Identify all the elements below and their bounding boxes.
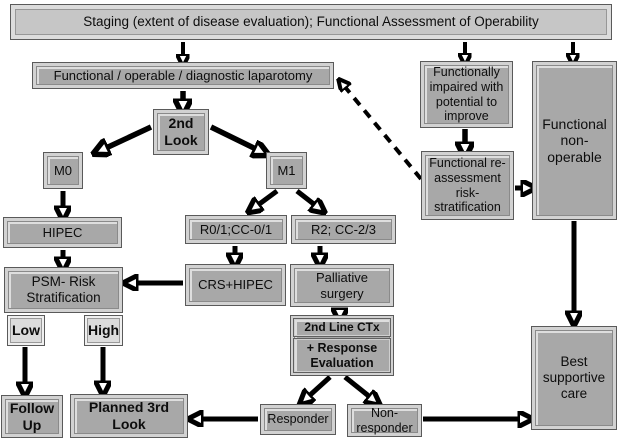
node-responder: Responder	[260, 404, 336, 435]
node-m1: M1	[266, 152, 307, 189]
node-non-responder: Non-responder	[347, 404, 422, 437]
node-r2-cc23: R2; CC-2/3	[291, 215, 396, 244]
arrow-second-look-to-m0	[106, 124, 153, 148]
node-second-line-ctx: 2nd Line CTx + Response Evaluation	[290, 315, 394, 376]
node-low: Low	[7, 315, 45, 346]
node-functional-reassessment: Functional re-assessment risk-stratifica…	[421, 151, 514, 220]
node-r01-cc01: R0/1;CC-0/1	[185, 215, 287, 244]
node-follow-up: Follow Up	[1, 395, 63, 438]
node-second-line-ctx-header: 2nd Line CTx	[293, 318, 391, 337]
node-best-supportive-care: Best supportive care	[531, 326, 617, 430]
banner-staging-title: Staging (extent of disease evaluation); …	[10, 4, 612, 40]
node-response-evaluation: + Response Evaluation	[293, 338, 391, 373]
arrow-m1-to-r2	[295, 189, 315, 205]
node-functional-non-operable: Functional non-operable	[532, 61, 617, 220]
node-second-look: 2nd Look	[153, 109, 209, 155]
node-laparotomy: Functional / operable / diagnostic lapar…	[32, 62, 334, 89]
node-high: High	[84, 315, 123, 346]
node-m0: M0	[43, 152, 83, 189]
node-functionally-impaired: Functionally impaired with potential to …	[420, 61, 513, 128]
arrow-ctx-to-non-responder	[343, 375, 370, 397]
node-hipec: HIPEC	[3, 217, 122, 248]
arrow-second-look-to-m1	[209, 124, 256, 149]
arrow-m1-to-r01	[258, 188, 279, 205]
node-palliative-surgery: Palliative surgery	[290, 264, 394, 307]
node-planned-3rd-look: Planned 3rd Look	[70, 394, 188, 438]
arrow-dashed-reassessment-to-laparotomy	[345, 87, 423, 181]
node-psm-risk-stratification: PSM- Risk Stratification	[4, 267, 123, 313]
node-crs-hipec: CRS+HIPEC	[185, 264, 286, 306]
arrow-ctx-to-responder	[309, 375, 332, 396]
